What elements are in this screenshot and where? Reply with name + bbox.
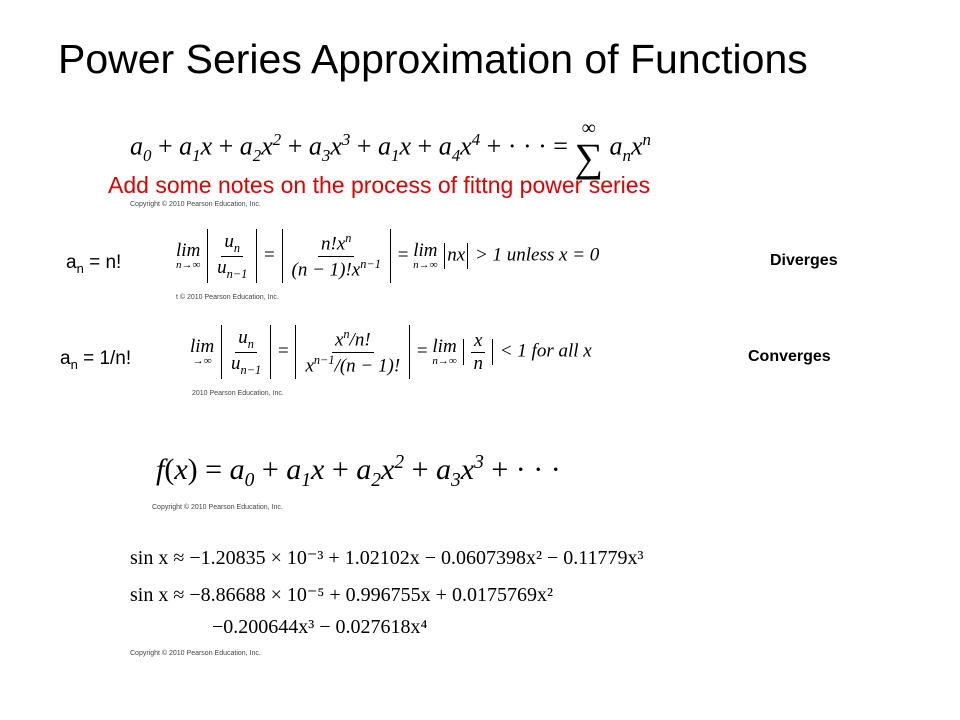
copyright-2: t © 2010 Pearson Education, Inc. xyxy=(176,294,279,301)
label-an-inverse-factorial: an = 1/n! xyxy=(60,348,132,372)
fx-expansion: f(x) = a0 + a1x + a2x2 + a3x3 + · · · xyxy=(156,452,561,491)
sin-approx-1: sin x ≈ −1.20835 × 10⁻³ + 1.02102x − 0.0… xyxy=(130,547,644,569)
label-an-n-factorial: an = n! xyxy=(66,252,122,276)
verdict-diverges: Diverges xyxy=(770,252,838,269)
sin-approx-2: sin x ≈ −8.86688 × 10⁻⁵ + 0.996755x + 0.… xyxy=(130,584,553,606)
copyright-3: 2010 Pearson Education, Inc. xyxy=(192,390,284,397)
copyright-5: Copyright © 2010 Pearson Education, Inc. xyxy=(130,650,261,657)
copyright-1: Copyright © 2010 Pearson Education, Inc. xyxy=(130,201,261,208)
copyright-4: Copyright © 2010 Pearson Education, Inc. xyxy=(152,504,283,511)
series-equation: a0 + a1x + a2x2 + a3x3 + a1x + a4x4 + · … xyxy=(130,117,651,180)
note-text: Add some notes on the process of fittng … xyxy=(108,172,651,198)
sin-approx-3: −0.200644x³ − 0.027618x⁴ xyxy=(212,616,428,638)
slide-title: Power Series Approximation of Functions xyxy=(58,36,808,82)
verdict-converges: Converges xyxy=(748,348,831,365)
